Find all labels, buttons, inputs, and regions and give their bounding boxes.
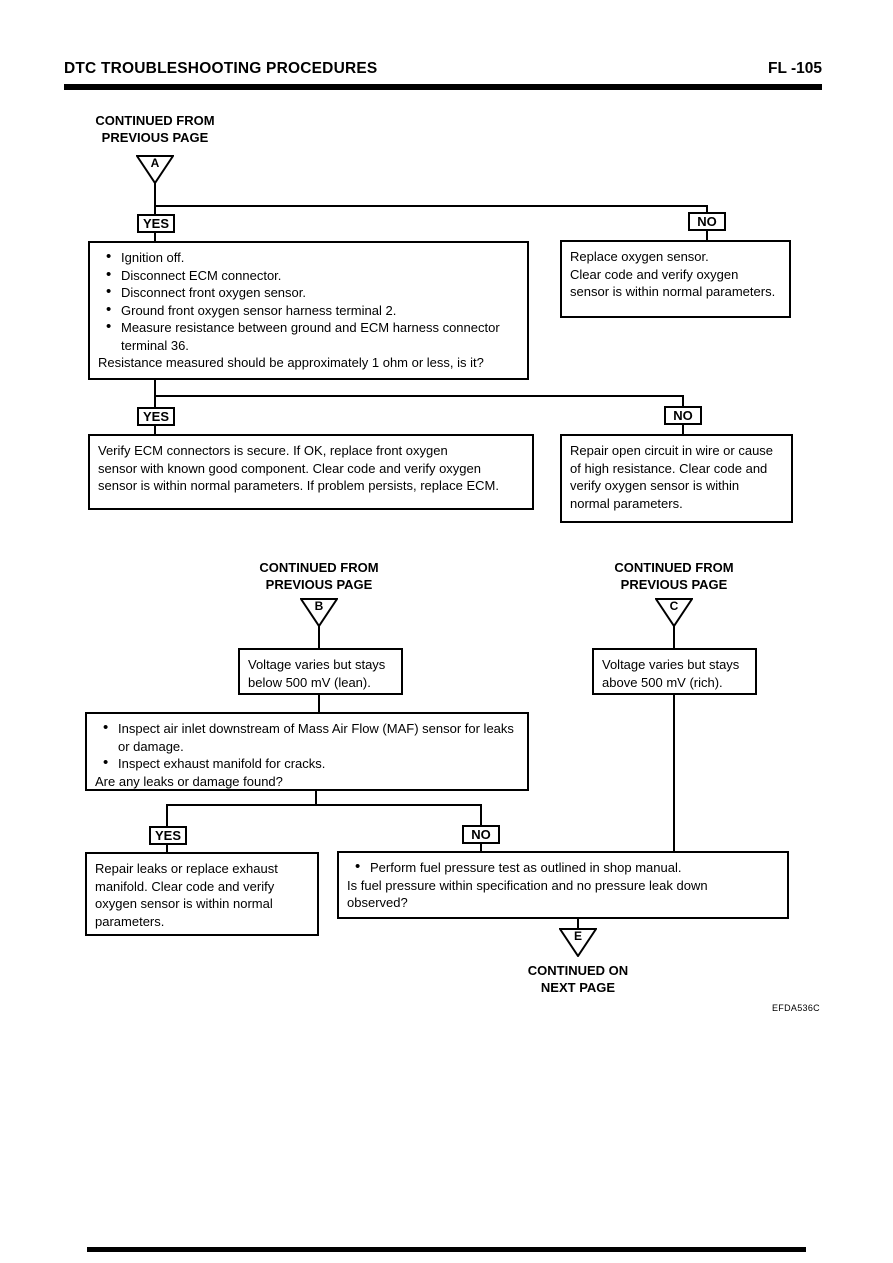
- step-text: Repair leaks or replace exhaust manifold…: [95, 861, 278, 929]
- step-box-inspect-air-inlet: Inspect air inlet downstream of Mass Air…: [85, 712, 529, 791]
- connector-c: C: [655, 598, 693, 627]
- checklist: Ignition off. Disconnect ECM connector. …: [98, 248, 523, 354]
- step-box-fuel-pressure-test: Perform fuel pressure test as outlined i…: [337, 851, 789, 919]
- connector-line: [480, 844, 482, 851]
- connector-line: [480, 804, 482, 825]
- no-label-2: NO: [664, 406, 702, 425]
- connector-line: [154, 233, 156, 242]
- triangle-down-icon: [559, 928, 597, 957]
- no-label-1: NO: [688, 212, 726, 231]
- step-box-verify-ecm: Verify ECM connectors is secure. If OK, …: [88, 434, 534, 510]
- list-item: Inspect exhaust manifold for cracks.: [95, 754, 523, 773]
- connector-b: B: [300, 598, 338, 627]
- continued-from-a-label: CONTINUED FROM PREVIOUS PAGE: [95, 113, 215, 145]
- connector-line: [154, 426, 156, 434]
- connector-line: [706, 205, 708, 213]
- connector-a-letter: A: [150, 156, 160, 170]
- continued-from-c-label: CONTINUED FROM PREVIOUS PAGE: [614, 560, 734, 592]
- connector-b-letter: B: [314, 599, 324, 613]
- list-item: Perform fuel pressure test as outlined i…: [347, 858, 783, 877]
- branch-line: [154, 395, 684, 397]
- connector-line: [166, 845, 168, 852]
- connector-c-letter: C: [669, 599, 679, 613]
- connector-line: [318, 626, 320, 648]
- step-text: Voltage varies but stays above 500 mV (r…: [602, 657, 740, 690]
- list-item: Ignition off.: [98, 248, 523, 267]
- step-text: Replace oxygen sensor. Clear code and ve…: [570, 249, 776, 299]
- connector-e-letter: E: [573, 929, 582, 943]
- connector-line: [318, 693, 320, 712]
- question-text: Resistance measured should be approximat…: [98, 355, 484, 370]
- connector-line: [673, 693, 675, 851]
- step-text: Voltage varies but stays below 500 mV (l…: [248, 657, 386, 690]
- connector-line: [673, 626, 675, 648]
- branch-line: [154, 205, 708, 207]
- connector-line: [154, 378, 156, 407]
- connector-line: [315, 789, 317, 806]
- connector-line: [682, 395, 684, 406]
- connector-e: E: [559, 928, 597, 957]
- yes-label-2: YES: [137, 407, 175, 426]
- continued-on-next-page-label: CONTINUED ON NEXT PAGE: [527, 963, 629, 995]
- checklist: Perform fuel pressure test as outlined i…: [347, 858, 783, 877]
- triangle-down-icon: [136, 155, 174, 184]
- list-item: Disconnect front oxygen sensor.: [98, 283, 523, 302]
- continued-from-b-label: CONTINUED FROM PREVIOUS PAGE: [259, 560, 379, 592]
- page-number: FL -105: [768, 60, 822, 77]
- connector-line: [166, 804, 168, 826]
- figure-code: EFDA536C: [772, 1003, 820, 1013]
- yes-label-1: YES: [137, 214, 175, 233]
- triangle-down-icon: [300, 598, 338, 627]
- step-box-voltage-rich: Voltage varies but stays above 500 mV (r…: [592, 648, 757, 695]
- list-item: Inspect air inlet downstream of Mass Air…: [95, 719, 523, 755]
- connector-line: [577, 917, 579, 928]
- step-box-resistance-check: Ignition off. Disconnect ECM connector. …: [88, 241, 529, 380]
- question-text: Is fuel pressure within specification an…: [347, 877, 708, 911]
- yes-label-3: YES: [149, 826, 187, 845]
- header-rule: [64, 84, 822, 90]
- step-box-repair-open-circuit: Repair open circuit in wire or cause of …: [560, 434, 793, 523]
- step-text: Verify ECM connectors is secure. If OK, …: [98, 443, 499, 493]
- connector-a: A: [136, 155, 174, 184]
- list-item: Disconnect ECM connector.: [98, 266, 523, 285]
- triangle-down-icon: [655, 598, 693, 627]
- footer-rule: [87, 1247, 806, 1252]
- list-item: Ground front oxygen sensor harness termi…: [98, 301, 523, 320]
- step-text: Repair open circuit in wire or cause of …: [570, 443, 774, 511]
- step-box-repair-leaks: Repair leaks or replace exhaust manifold…: [85, 852, 319, 936]
- step-box-voltage-lean: Voltage varies but stays below 500 mV (l…: [238, 648, 403, 695]
- list-item: Measure resistance between ground and EC…: [98, 318, 523, 354]
- question-text: Are any leaks or damage found?: [95, 773, 283, 789]
- connector-line: [706, 231, 708, 240]
- branch-line: [166, 804, 482, 806]
- page-title: DTC TROUBLESHOOTING PROCEDURES: [64, 60, 378, 77]
- connector-line: [682, 425, 684, 434]
- no-label-3: NO: [462, 825, 500, 844]
- checklist: Inspect air inlet downstream of Mass Air…: [95, 719, 523, 773]
- connector-line: [154, 183, 156, 214]
- step-box-replace-oxygen-sensor: Replace oxygen sensor. Clear code and ve…: [560, 240, 791, 318]
